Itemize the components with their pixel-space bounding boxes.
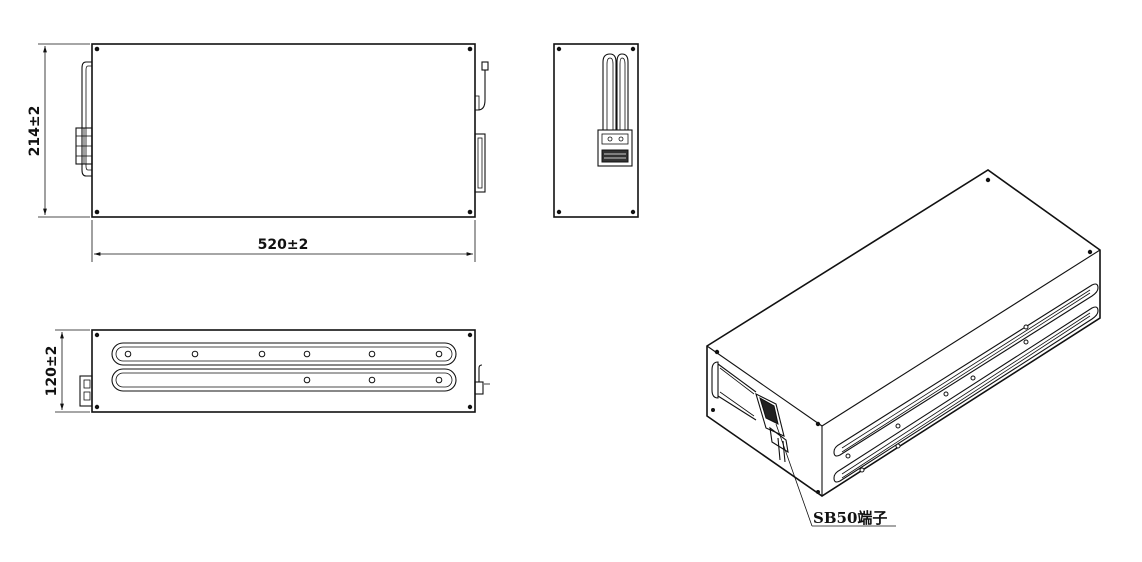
- height-dimension-text: 214±2: [27, 106, 43, 157]
- top-view: [79, 329, 490, 413]
- width-dimension-text: 520±2: [258, 237, 309, 253]
- side-view: [553, 43, 639, 218]
- height-dimension: 214±2: [27, 43, 90, 218]
- front-view: [75, 43, 489, 218]
- callout-leader: SB50端子: [775, 423, 896, 527]
- sb50-terminal-label: SB50端子: [813, 509, 887, 527]
- depth-dimension: 120±2: [44, 329, 90, 413]
- isometric-view: [706, 169, 1101, 497]
- width-dimension: 520±2: [91, 220, 476, 262]
- depth-dimension-text: 120±2: [44, 346, 60, 397]
